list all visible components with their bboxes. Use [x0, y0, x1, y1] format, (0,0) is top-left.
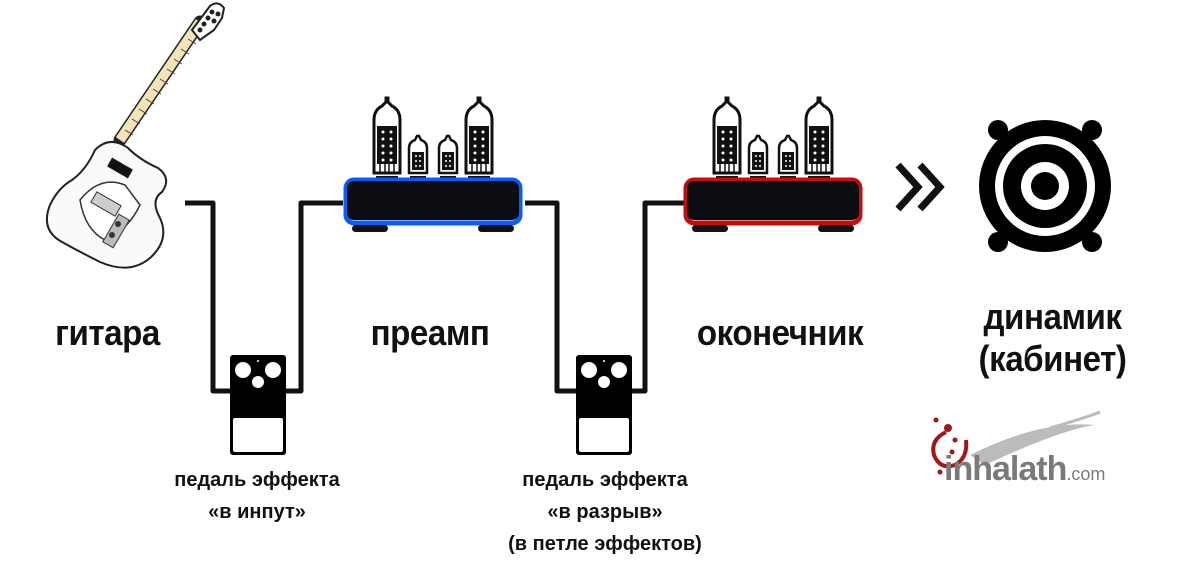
logo-text: inhalath.com	[944, 450, 1105, 489]
speaker-icon	[979, 120, 1111, 252]
power-amp-illustration	[683, 96, 863, 232]
logo-name: inhalath	[944, 450, 1067, 488]
input-pedal-icon	[230, 355, 286, 455]
cables	[185, 200, 685, 394]
loop-pedal-label: педаль эффекта «в разрыв» (в петле эффек…	[465, 464, 745, 560]
speaker-label-line1: динамик	[983, 296, 1122, 337]
inhalath-logo-mark	[931, 410, 1101, 475]
loop-pedal-line1: педаль эффекта	[522, 469, 688, 491]
logo-suffix: .com	[1066, 464, 1106, 484]
preamp-label: преамп	[370, 312, 490, 353]
power-amp-label: оконечник	[696, 312, 864, 353]
loop-pedal-icon	[576, 355, 632, 455]
speaker-label-line2: (кабинет)	[978, 338, 1127, 379]
input-pedal-line1: педаль эффекта	[174, 469, 340, 491]
preamp-illustration	[343, 96, 523, 232]
chevrons-icon	[895, 162, 945, 212]
input-pedal-label: педаль эффекта «в инпут»	[137, 464, 377, 528]
input-pedal-line2: «в инпут»	[208, 501, 306, 523]
guitar-label: гитара	[55, 312, 160, 353]
loop-pedal-line3: (в петле эффектов)	[508, 533, 702, 555]
guitar-illustration	[46, 2, 226, 269]
loop-pedal-line2: «в разрыв»	[547, 501, 663, 523]
